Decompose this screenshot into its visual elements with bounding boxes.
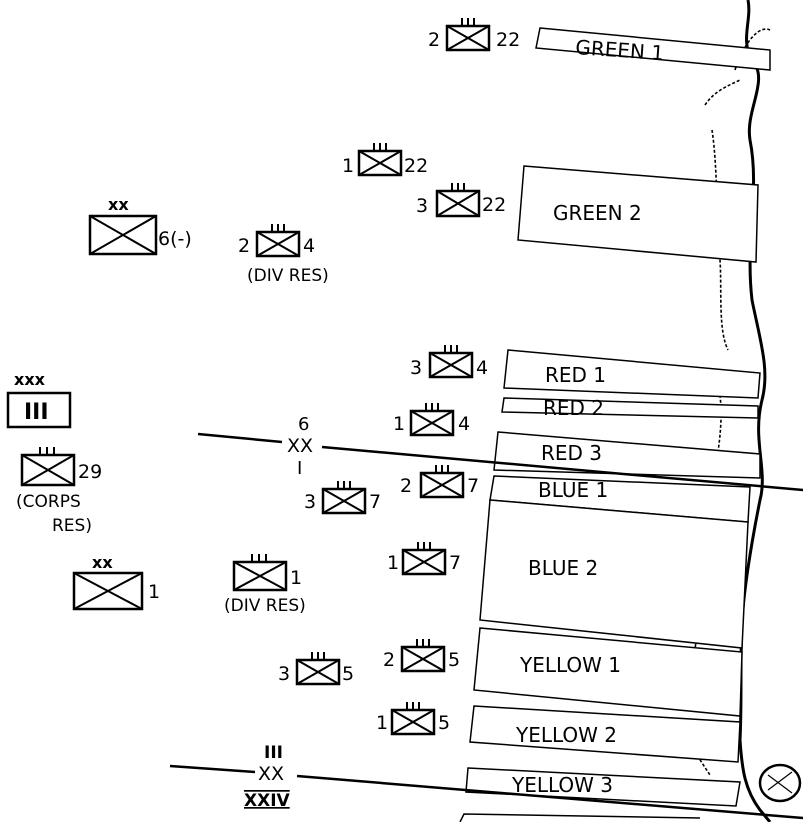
svg-text:III: III bbox=[24, 400, 49, 425]
svg-text:XXIV: XXIV bbox=[244, 791, 291, 811]
svg-text:RED 1: RED 1 bbox=[545, 363, 606, 387]
beach-blue-2: BLUE 2 bbox=[479, 499, 749, 649]
unit-3-5: 3 5 bbox=[278, 652, 354, 686]
svg-text:1: 1 bbox=[290, 567, 302, 589]
unit-2-5: 2 5 bbox=[383, 639, 460, 673]
unit-2-22: 2 22 bbox=[428, 18, 520, 52]
svg-text:4: 4 bbox=[476, 357, 488, 379]
corps-boundary-line: III XX XXIV bbox=[169, 743, 803, 820]
beach-green-1: GREEN 1 bbox=[535, 27, 771, 71]
svg-text:XX: XX bbox=[258, 763, 284, 785]
svg-text:(CORPS: (CORPS bbox=[16, 492, 81, 512]
svg-text:22: 22 bbox=[482, 194, 506, 216]
unit-3-22: 3 22 bbox=[416, 183, 506, 218]
shore-vegetation bbox=[679, 28, 771, 776]
svg-text:1: 1 bbox=[342, 155, 354, 177]
beach-red-2: RED 2 bbox=[501, 396, 759, 420]
beach-yellow-2: YELLOW 2 bbox=[469, 705, 741, 763]
svg-text:YELLOW 1: YELLOW 1 bbox=[519, 653, 621, 677]
unit-1-div-res: 1 (DIV RES) bbox=[224, 554, 306, 616]
svg-text:1: 1 bbox=[387, 552, 399, 574]
svg-text:6: 6 bbox=[298, 414, 309, 435]
beach-red-3: RED 3 bbox=[493, 431, 761, 479]
svg-text:YELLOW 3: YELLOW 3 bbox=[511, 773, 613, 797]
svg-text:2: 2 bbox=[428, 29, 440, 51]
svg-text:xx: xx bbox=[108, 195, 129, 214]
svg-text:III: III bbox=[264, 743, 283, 763]
svg-text:2: 2 bbox=[383, 649, 395, 671]
division-boundary-line: 6 XX I bbox=[197, 414, 803, 492]
svg-text:3: 3 bbox=[416, 195, 428, 217]
beach-bottom-edge bbox=[459, 813, 701, 822]
unit-2-7: 2 7 bbox=[400, 465, 479, 499]
unit-3-7: 3 7 bbox=[304, 481, 381, 515]
svg-text:22: 22 bbox=[496, 29, 520, 51]
unit-1-22: 1 22 bbox=[342, 143, 428, 177]
svg-text:4: 4 bbox=[303, 235, 315, 257]
beach-green-2: GREEN 2 bbox=[517, 165, 759, 263]
svg-text:3: 3 bbox=[278, 663, 290, 685]
svg-text:(DIV RES): (DIV RES) bbox=[247, 266, 329, 286]
beach-yellow-3: YELLOW 3 bbox=[465, 767, 741, 807]
svg-text:xx: xx bbox=[92, 553, 113, 572]
svg-text:7: 7 bbox=[449, 552, 461, 574]
beach-red-1: RED 1 bbox=[503, 349, 761, 399]
svg-text:6(-): 6(-) bbox=[158, 228, 192, 250]
unit-3-4: 3 4 bbox=[410, 345, 488, 379]
svg-text:GREEN 2: GREEN 2 bbox=[553, 201, 642, 225]
corps-iii: xxx III bbox=[6, 370, 72, 429]
svg-text:7: 7 bbox=[467, 475, 479, 497]
svg-text:4: 4 bbox=[458, 413, 470, 435]
svg-text:5: 5 bbox=[342, 663, 354, 685]
svg-text:1: 1 bbox=[376, 712, 388, 734]
svg-text:3: 3 bbox=[410, 357, 422, 379]
svg-text:5: 5 bbox=[438, 712, 450, 734]
svg-text:7: 7 bbox=[369, 491, 381, 513]
rock-hatch bbox=[758, 763, 802, 803]
svg-text:I: I bbox=[297, 458, 302, 479]
svg-text:22: 22 bbox=[404, 155, 428, 177]
svg-text:BLUE 2: BLUE 2 bbox=[528, 556, 598, 580]
beach-yellow-1: YELLOW 1 bbox=[473, 627, 743, 717]
svg-text:RED 2: RED 2 bbox=[543, 396, 604, 420]
svg-text:2: 2 bbox=[238, 235, 250, 257]
division-6: xx 6(-) bbox=[88, 195, 192, 256]
svg-text:1: 1 bbox=[148, 581, 160, 603]
svg-text:2: 2 bbox=[400, 475, 412, 497]
division-1: xx 1 bbox=[72, 553, 160, 611]
unit-29-corps-res: 29 (CORPS RES) bbox=[16, 447, 102, 536]
svg-text:(DIV RES): (DIV RES) bbox=[224, 596, 306, 616]
svg-text:GREEN 1: GREEN 1 bbox=[575, 35, 665, 65]
svg-text:XX: XX bbox=[287, 435, 313, 457]
svg-text:BLUE 1: BLUE 1 bbox=[538, 478, 608, 502]
svg-text:xxx: xxx bbox=[14, 370, 46, 389]
unit-1-5: 1 5 bbox=[376, 702, 450, 736]
unit-1-7: 1 7 bbox=[387, 542, 461, 576]
svg-text:YELLOW 2: YELLOW 2 bbox=[515, 723, 617, 747]
unit-2-4: 2 4 (DIV RES) bbox=[238, 224, 329, 286]
svg-text:1: 1 bbox=[393, 413, 405, 435]
svg-text:3: 3 bbox=[304, 491, 316, 513]
svg-text:RED 3: RED 3 bbox=[541, 441, 602, 465]
svg-text:5: 5 bbox=[448, 649, 460, 671]
svg-text:29: 29 bbox=[78, 461, 102, 483]
svg-text:RES): RES) bbox=[52, 516, 92, 536]
unit-1-4: 1 4 bbox=[393, 403, 470, 437]
